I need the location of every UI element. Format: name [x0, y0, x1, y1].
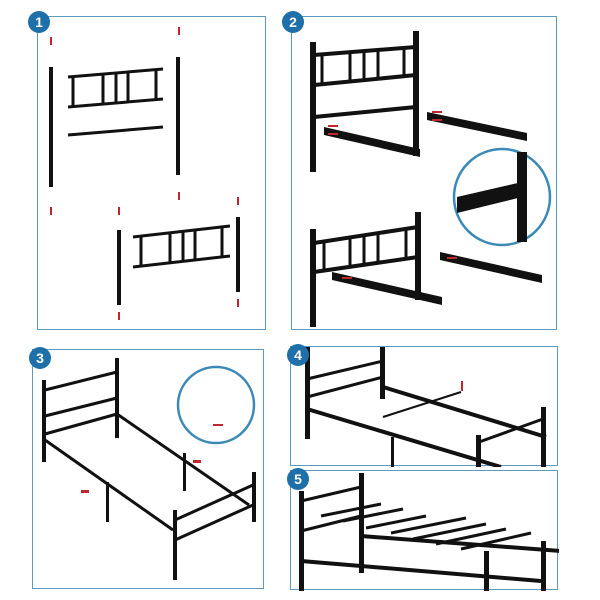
step-5-panel: 5 — [287, 468, 559, 591]
step-number-badge: 2 — [282, 11, 304, 33]
step-4-panel: 4 — [287, 344, 558, 467]
step-number-badge: 4 — [287, 344, 309, 366]
step-number-badge: 5 — [287, 468, 309, 490]
step-number-badge: 1 — [28, 11, 50, 33]
step-number-badge: 3 — [29, 347, 51, 369]
step-2-panel: 2 — [282, 11, 557, 330]
step-2-illustration — [310, 31, 552, 327]
step-3-illustration — [42, 358, 256, 580]
step-3-panel: 3 — [29, 347, 264, 589]
step-5-illustration — [299, 473, 559, 591]
step-1-illustration — [49, 27, 240, 320]
step-4-illustration — [305, 347, 547, 467]
step-1-panel: 1 — [28, 11, 266, 330]
